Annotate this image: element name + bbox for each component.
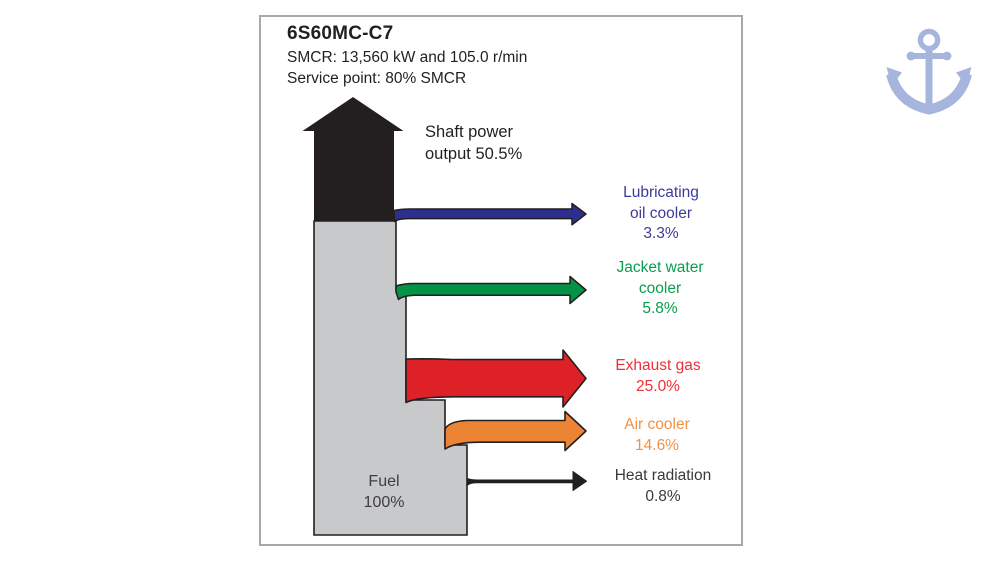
air-cooler-arrow bbox=[444, 410, 587, 452]
exhaust-gas-arrow bbox=[405, 349, 587, 408]
air-cooler-label: Air cooler 14.6% bbox=[624, 416, 690, 454]
lubricating-oil-label: Lubricating oil cooler 3.3% bbox=[623, 184, 699, 242]
shaft-power-label: Shaft power output 50.5% bbox=[425, 123, 523, 163]
fuel-column bbox=[313, 220, 468, 536]
exhaust-gas-label: Exhaust gas 25.0% bbox=[615, 357, 701, 395]
heat-radiation-arrow bbox=[466, 471, 587, 491]
fuel-label: Fuel 100% bbox=[363, 473, 405, 511]
engine-title: 6S60MC-C7 bbox=[287, 23, 394, 44]
service-point-line: Service point: 80% SMCR bbox=[287, 70, 467, 87]
lubricating-oil-arrow bbox=[393, 202, 587, 226]
jacket-water-arrow bbox=[395, 275, 587, 305]
anchor-icon bbox=[886, 28, 972, 115]
jacket-water-label: Jacket water cooler 5.8% bbox=[616, 259, 704, 317]
smcr-line: SMCR: 13,560 kW and 105.0 r/min bbox=[287, 49, 528, 66]
heat-radiation-label: Heat radiation 0.8% bbox=[614, 467, 712, 505]
shaft-power-up-arrow bbox=[302, 97, 404, 221]
